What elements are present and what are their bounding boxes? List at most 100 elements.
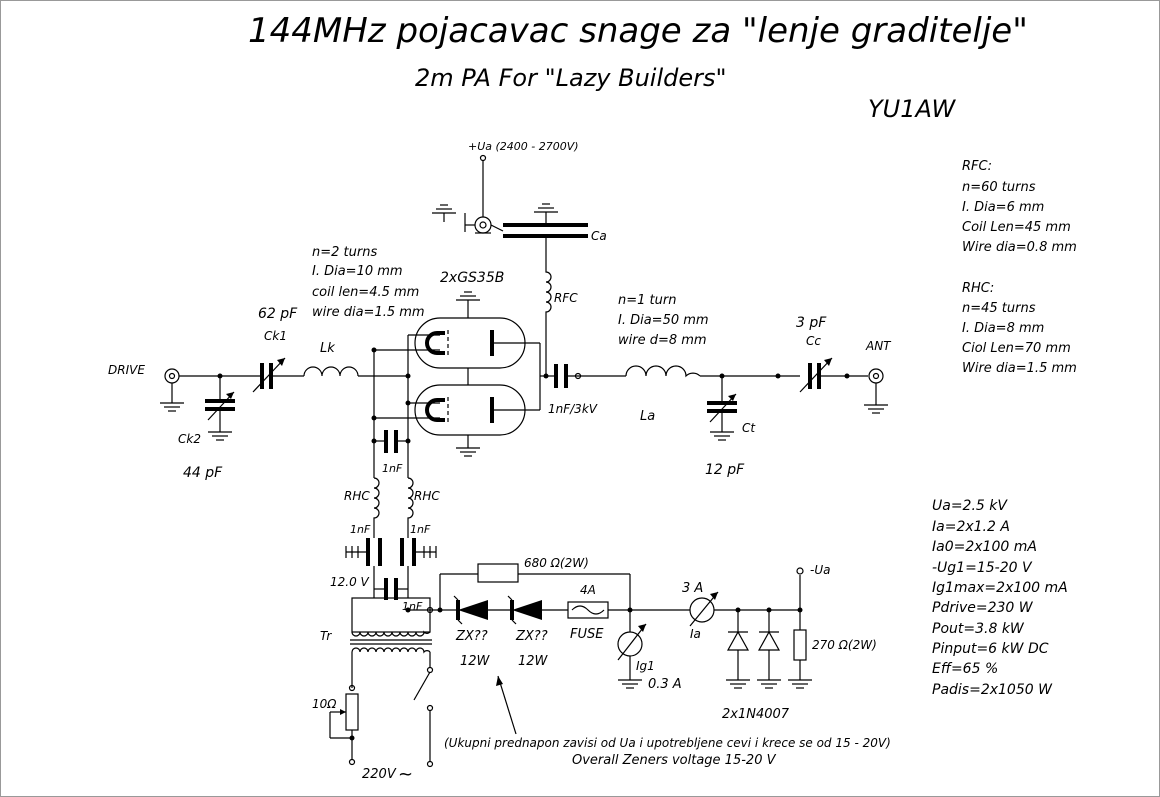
ground-symbol [456,291,480,301]
rheostat-10ohm [329,652,359,766]
svg-text:Eff=65 %: Eff=65 % [932,661,998,677]
ground-symbol [160,402,184,412]
svg-text:Wire dia=1.5 mm: Wire dia=1.5 mm [962,361,1077,376]
ground-symbol [710,431,734,441]
c1nf-lower: 1nF [402,600,423,613]
zener-diode-2 [507,595,568,625]
ck2-value: 44 pF [183,465,223,481]
resistor-680 [477,563,519,583]
note-serbian: (Ukupni prednapon zavisi od Ua i upotreb… [444,736,891,750]
fuse-label: FUSE [570,627,604,642]
ant-label: ANT [865,339,892,353]
svg-text:Ig1max=2x100 mA: Ig1max=2x100 mA [932,580,1068,596]
svg-text:Pout=3.8 kW: Pout=3.8 kW [932,621,1025,637]
tube-upper [414,317,540,385]
rfc-choke [545,242,552,318]
rhc-notes: RHC: n=45 turns I. Dia=8 mm Ciol Len=70 … [962,281,1077,376]
svg-text:Wire dia=0.8 mm: Wire dia=0.8 mm [962,240,1077,255]
note-english: Overall Zeners voltage 15-20 V [572,753,777,768]
zener-1-power: 12W [460,654,491,669]
ant-connector [868,368,884,405]
la-coil [625,365,701,378]
ground-symbol [726,679,750,689]
heater-capacitor-lower [374,578,408,600]
svg-text:I. Dia=8 mm: I. Dia=8 mm [962,321,1044,336]
rhc-label-left: RHC [344,489,370,503]
svg-text:wire d=8 mm: wire d=8 mm [618,333,707,348]
heater-transformer [350,586,432,654]
rhc-choke-left [373,477,380,538]
feedthrough-capacitor-left [345,538,382,566]
svg-text:coil len=4.5 mm: coil len=4.5 mm [312,285,419,300]
ck1-label: Ck1 [264,329,287,343]
svg-text:I. Dia=10 mm: I. Dia=10 mm [312,264,403,279]
ck1-value: 62 pF [258,306,298,322]
zener-diode-1 [452,595,512,625]
ck2-label: Ck2 [178,432,201,446]
heater-bypass-capacitor [371,430,411,453]
supply-label: +Ua (2400 - 2700V) [468,140,579,153]
svg-text:n=1 turn: n=1 turn [618,293,676,308]
cc-value: 3 pF [796,315,827,331]
ca-capacitor [503,212,588,242]
svg-text:n=2 turns: n=2 turns [312,245,377,260]
c1nf-right: 1nF [410,523,431,536]
ct-value: 12 pF [705,462,745,478]
la-notes: n=1 turn I. Dia=50 mm wire d=8 mm [618,293,709,348]
svg-text:RFC:: RFC: [962,159,992,174]
mains-label: 220V [362,767,397,782]
ct-variable-capacitor [707,376,737,432]
svg-text:I. Dia=6 mm: I. Dia=6 mm [962,200,1044,215]
ground-symbol [456,447,480,457]
diode-2 [757,610,781,680]
tr-label: Tr [320,629,332,643]
zener-2-power: 12W [518,654,549,669]
ground-symbol [432,204,456,222]
zener-1-label: ZX?? [455,629,488,644]
svg-text:Coil Len=45 mm: Coil Len=45 mm [962,220,1071,235]
specs-list: Ua=2.5 kV Ia=2x1.2 A Ia0=2x100 mA -Ug1=1… [932,498,1068,698]
subtitle: 2m PA For "Lazy Builders" [415,64,727,92]
rfc-notes: RFC: n=60 turns I. Dia=6 mm Coil Len=45 … [962,159,1077,255]
rfc-label: RFC [554,291,578,305]
lk-coil [303,366,359,377]
r680-label: 680 Ω(2W) [524,556,589,570]
svg-text:Ia0=2x100 mA: Ia0=2x100 mA [932,539,1037,555]
svg-text:I. Dia=50 mm: I. Dia=50 mm [618,313,709,328]
note-arrow [496,675,517,735]
diodes-label: 2x1N4007 [722,707,790,722]
svg-text:Ciol Len=70 mm: Ciol Len=70 mm [962,341,1071,356]
ground-symbol [788,679,812,689]
title: 144MHz pojacavac snage za "lenje gradite… [248,11,1028,51]
ia-label: Ia [690,627,701,641]
ct-label: Ct [742,421,756,435]
tube-lower [414,384,540,448]
ground-symbol [864,404,888,414]
svg-text:Ia=2x1.2 A: Ia=2x1.2 A [932,519,1010,535]
svg-text:n=60 turns: n=60 turns [962,180,1036,195]
r10-label: 10Ω [312,697,337,711]
ground-symbol [208,431,232,441]
feedthrough-capacitor-right [400,538,437,566]
ca-label: Ca [591,229,607,243]
drive-label: DRIVE [108,363,145,377]
ground-symbol [757,679,781,689]
svg-text:Pinput=6 kW DC: Pinput=6 kW DC [932,641,1049,657]
mains-switch [413,652,434,768]
ia-range: 3 A [682,581,703,596]
v12-label: 12.0 V [330,575,370,589]
c1nf-left: 1nF [350,523,371,536]
tube-label: 2xGS35B [440,270,504,286]
ground-symbol [534,203,558,213]
svg-text:RHC:: RHC: [962,281,994,296]
r270-label: 270 Ω(2W) [812,638,877,652]
lk-label: Lk [320,341,335,356]
svg-text:-Ug1=15-20 V: -Ug1=15-20 V [932,560,1033,576]
svg-text:Padis=2x1050 W: Padis=2x1050 W [932,682,1053,698]
ac-symbol: ~ [398,764,413,785]
svg-text:wire dia=1.5 mm: wire dia=1.5 mm [312,305,425,320]
hv-connector [464,154,504,234]
zener-2-label: ZX?? [515,629,548,644]
fuse-rating: 4A [580,583,596,597]
